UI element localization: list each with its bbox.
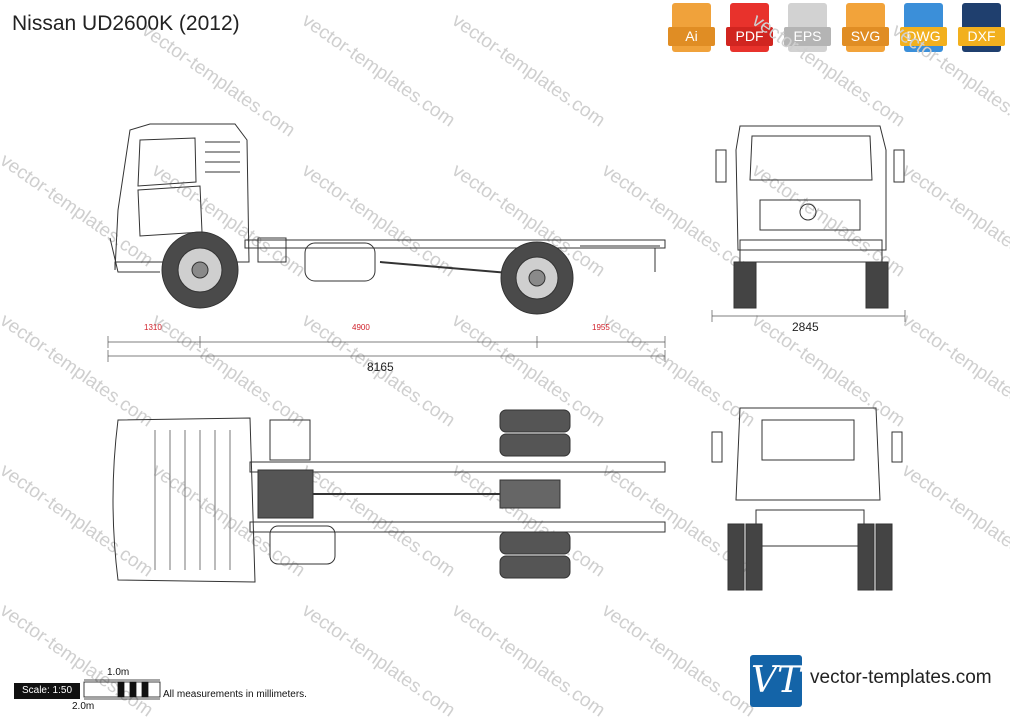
front-grille [759, 199, 861, 231]
scale-2m-label: 2.0m [72, 701, 95, 712]
rear-wheel-top-left-outer [499, 433, 571, 457]
scale-label: Scale: 1:50 [14, 683, 80, 699]
side-dimensions [107, 336, 666, 362]
cab-window [137, 137, 197, 187]
format-label: PDF [726, 27, 773, 46]
top-fuel-tank [269, 525, 336, 565]
rear-window [761, 419, 855, 461]
format-label: Ai [668, 27, 715, 46]
chassis-rail [244, 239, 666, 249]
front-overhang-label: 1310 [144, 323, 162, 332]
front-bumper [109, 237, 160, 273]
format-label: EPS [784, 27, 831, 46]
rear-view [711, 407, 903, 591]
front-cab [735, 125, 887, 251]
page-title: Nissan UD2600K (2012) [12, 12, 240, 35]
front-wheel [161, 231, 239, 309]
overall-width-label: 2845 [792, 320, 819, 334]
rear-cab [735, 407, 881, 501]
format-eps-button[interactable]: EPS [784, 3, 831, 52]
rear-right-tire [857, 523, 875, 591]
wheelbase-label: 4900 [352, 323, 370, 332]
format-dxf-button[interactable]: DXF [958, 3, 1005, 52]
rear-left-mirror [711, 431, 723, 463]
left-mirror [715, 149, 727, 183]
scale-bar [83, 679, 161, 700]
rear-wheel-top-right-outer [499, 555, 571, 579]
format-label: SVG [842, 27, 889, 46]
ud-badge-icon [799, 203, 817, 221]
vt-logo-icon: VT [750, 655, 802, 707]
top-battery-box [269, 419, 311, 461]
format-pdf-button[interactable]: PDF [726, 3, 773, 52]
front-view [715, 125, 905, 309]
rear-right-mirror [891, 431, 903, 463]
front-left-tire [733, 261, 757, 309]
drive-shaft [379, 261, 521, 275]
cab-outline [114, 123, 250, 271]
top-chassis-rail [249, 521, 666, 533]
side-view [109, 123, 666, 315]
overall-length-label: 8165 [367, 360, 394, 374]
roof-ribs [154, 430, 231, 570]
format-label: DWG [900, 27, 947, 46]
top-cab [112, 417, 256, 583]
format-badges: Ai PDF EPS SVG DWG DXF [668, 3, 1005, 52]
top-chassis-rail [249, 461, 666, 473]
brand-site-link[interactable]: vector-templates.com [810, 667, 992, 688]
front-bumper [739, 239, 883, 263]
engine-block [257, 469, 314, 519]
format-dwg-button[interactable]: DWG [900, 3, 947, 52]
top-view [112, 409, 666, 583]
rear-left-tire [727, 523, 745, 591]
rear-wheel-top-right [499, 531, 571, 555]
exhaust-box [257, 237, 287, 263]
fuel-tank [304, 242, 376, 282]
front-right-tire [865, 261, 889, 309]
rear-wheel-top-left [499, 409, 571, 433]
front-windshield [749, 135, 873, 181]
rear-axle-housing [755, 509, 865, 547]
right-mirror [893, 149, 905, 183]
format-ai-button[interactable]: Ai [668, 3, 715, 52]
rear-right-tire-inner [875, 523, 893, 591]
rear-axle [499, 479, 561, 509]
cab-door [137, 185, 203, 237]
scale-1m-label: 1.0m [107, 667, 130, 678]
front-dimensions [711, 310, 906, 322]
measurement-note: All measurements in millimeters. [163, 689, 307, 700]
rear-left-tire-inner [745, 523, 763, 591]
rear-wheel [500, 241, 574, 315]
format-svg-button[interactable]: SVG [842, 3, 889, 52]
format-label: DXF [958, 27, 1005, 46]
rear-overhang-label: 1955 [592, 323, 610, 332]
